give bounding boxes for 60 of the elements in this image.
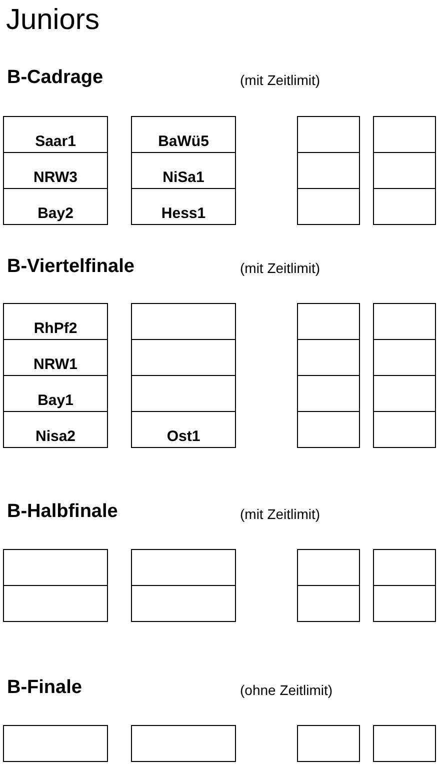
time-limit-note: (mit Zeitlimit) xyxy=(240,71,320,90)
bracket-slot xyxy=(3,411,108,448)
bracket-slot xyxy=(131,585,236,622)
bracket-slot xyxy=(297,411,360,448)
bracket-slot xyxy=(3,303,108,340)
bracket-slot xyxy=(297,303,360,340)
bracket-slot xyxy=(373,152,436,189)
time-limit-note: (mit Zeitlimit) xyxy=(240,505,320,524)
bracket-slot xyxy=(131,411,236,448)
bracket-slot xyxy=(373,585,436,622)
bracket-slot xyxy=(3,188,108,225)
team-name: BaWü5 xyxy=(158,133,209,151)
bracket-slot xyxy=(297,725,360,762)
bracket-slot xyxy=(297,188,360,225)
bracket-slot xyxy=(373,188,436,225)
bracket-slot xyxy=(297,339,360,376)
bracket-slot xyxy=(373,303,436,340)
bracket-slot xyxy=(131,549,236,586)
team-name: Ost1 xyxy=(166,428,200,446)
bracket-slot xyxy=(297,375,360,412)
bracket-slot xyxy=(373,116,436,153)
bracket-slot xyxy=(131,188,236,225)
bracket-slot xyxy=(373,725,436,762)
bracket-slot xyxy=(3,116,108,153)
bracket-slot xyxy=(131,116,236,153)
team-name: Saar1 xyxy=(35,133,76,151)
bracket-slot xyxy=(373,375,436,412)
bracket-slot xyxy=(297,585,360,622)
team-name: NRW1 xyxy=(34,356,78,374)
bracket-slot xyxy=(3,152,108,189)
bracket-slot xyxy=(131,303,236,340)
stage-heading: B-Cadrage xyxy=(7,66,104,90)
team-name: Hess1 xyxy=(161,205,206,223)
team-name: NiSa1 xyxy=(162,169,204,187)
team-name: Bay2 xyxy=(38,205,74,223)
time-limit-note: (ohne Zeitlimit) xyxy=(240,681,333,700)
bracket-slot xyxy=(131,339,236,376)
bracket-slot xyxy=(3,585,108,622)
bracket-slot xyxy=(3,375,108,412)
bracket-slot xyxy=(131,725,236,762)
bracket-slot xyxy=(131,375,236,412)
bracket-slot xyxy=(373,339,436,376)
bracket-slot xyxy=(3,549,108,586)
team-name: RhPf2 xyxy=(34,320,78,338)
bracket-slot xyxy=(373,549,436,586)
stage-heading: B-Viertelfinale xyxy=(7,255,134,279)
team-name: NRW3 xyxy=(34,169,78,187)
team-name: Nisa2 xyxy=(35,428,76,446)
time-limit-note: (mit Zeitlimit) xyxy=(240,259,320,278)
bracket-slot xyxy=(373,411,436,448)
page-title: Juniors xyxy=(6,3,100,38)
bracket-slot xyxy=(3,339,108,376)
bracket-slot xyxy=(297,152,360,189)
bracket-slot xyxy=(3,725,108,762)
bracket-slot xyxy=(131,152,236,189)
bracket-slot xyxy=(297,549,360,586)
stage-heading: B-Halbfinale xyxy=(7,500,118,524)
team-name: Bay1 xyxy=(38,392,74,410)
stage-heading: B-Finale xyxy=(7,676,82,700)
bracket-slot xyxy=(297,116,360,153)
